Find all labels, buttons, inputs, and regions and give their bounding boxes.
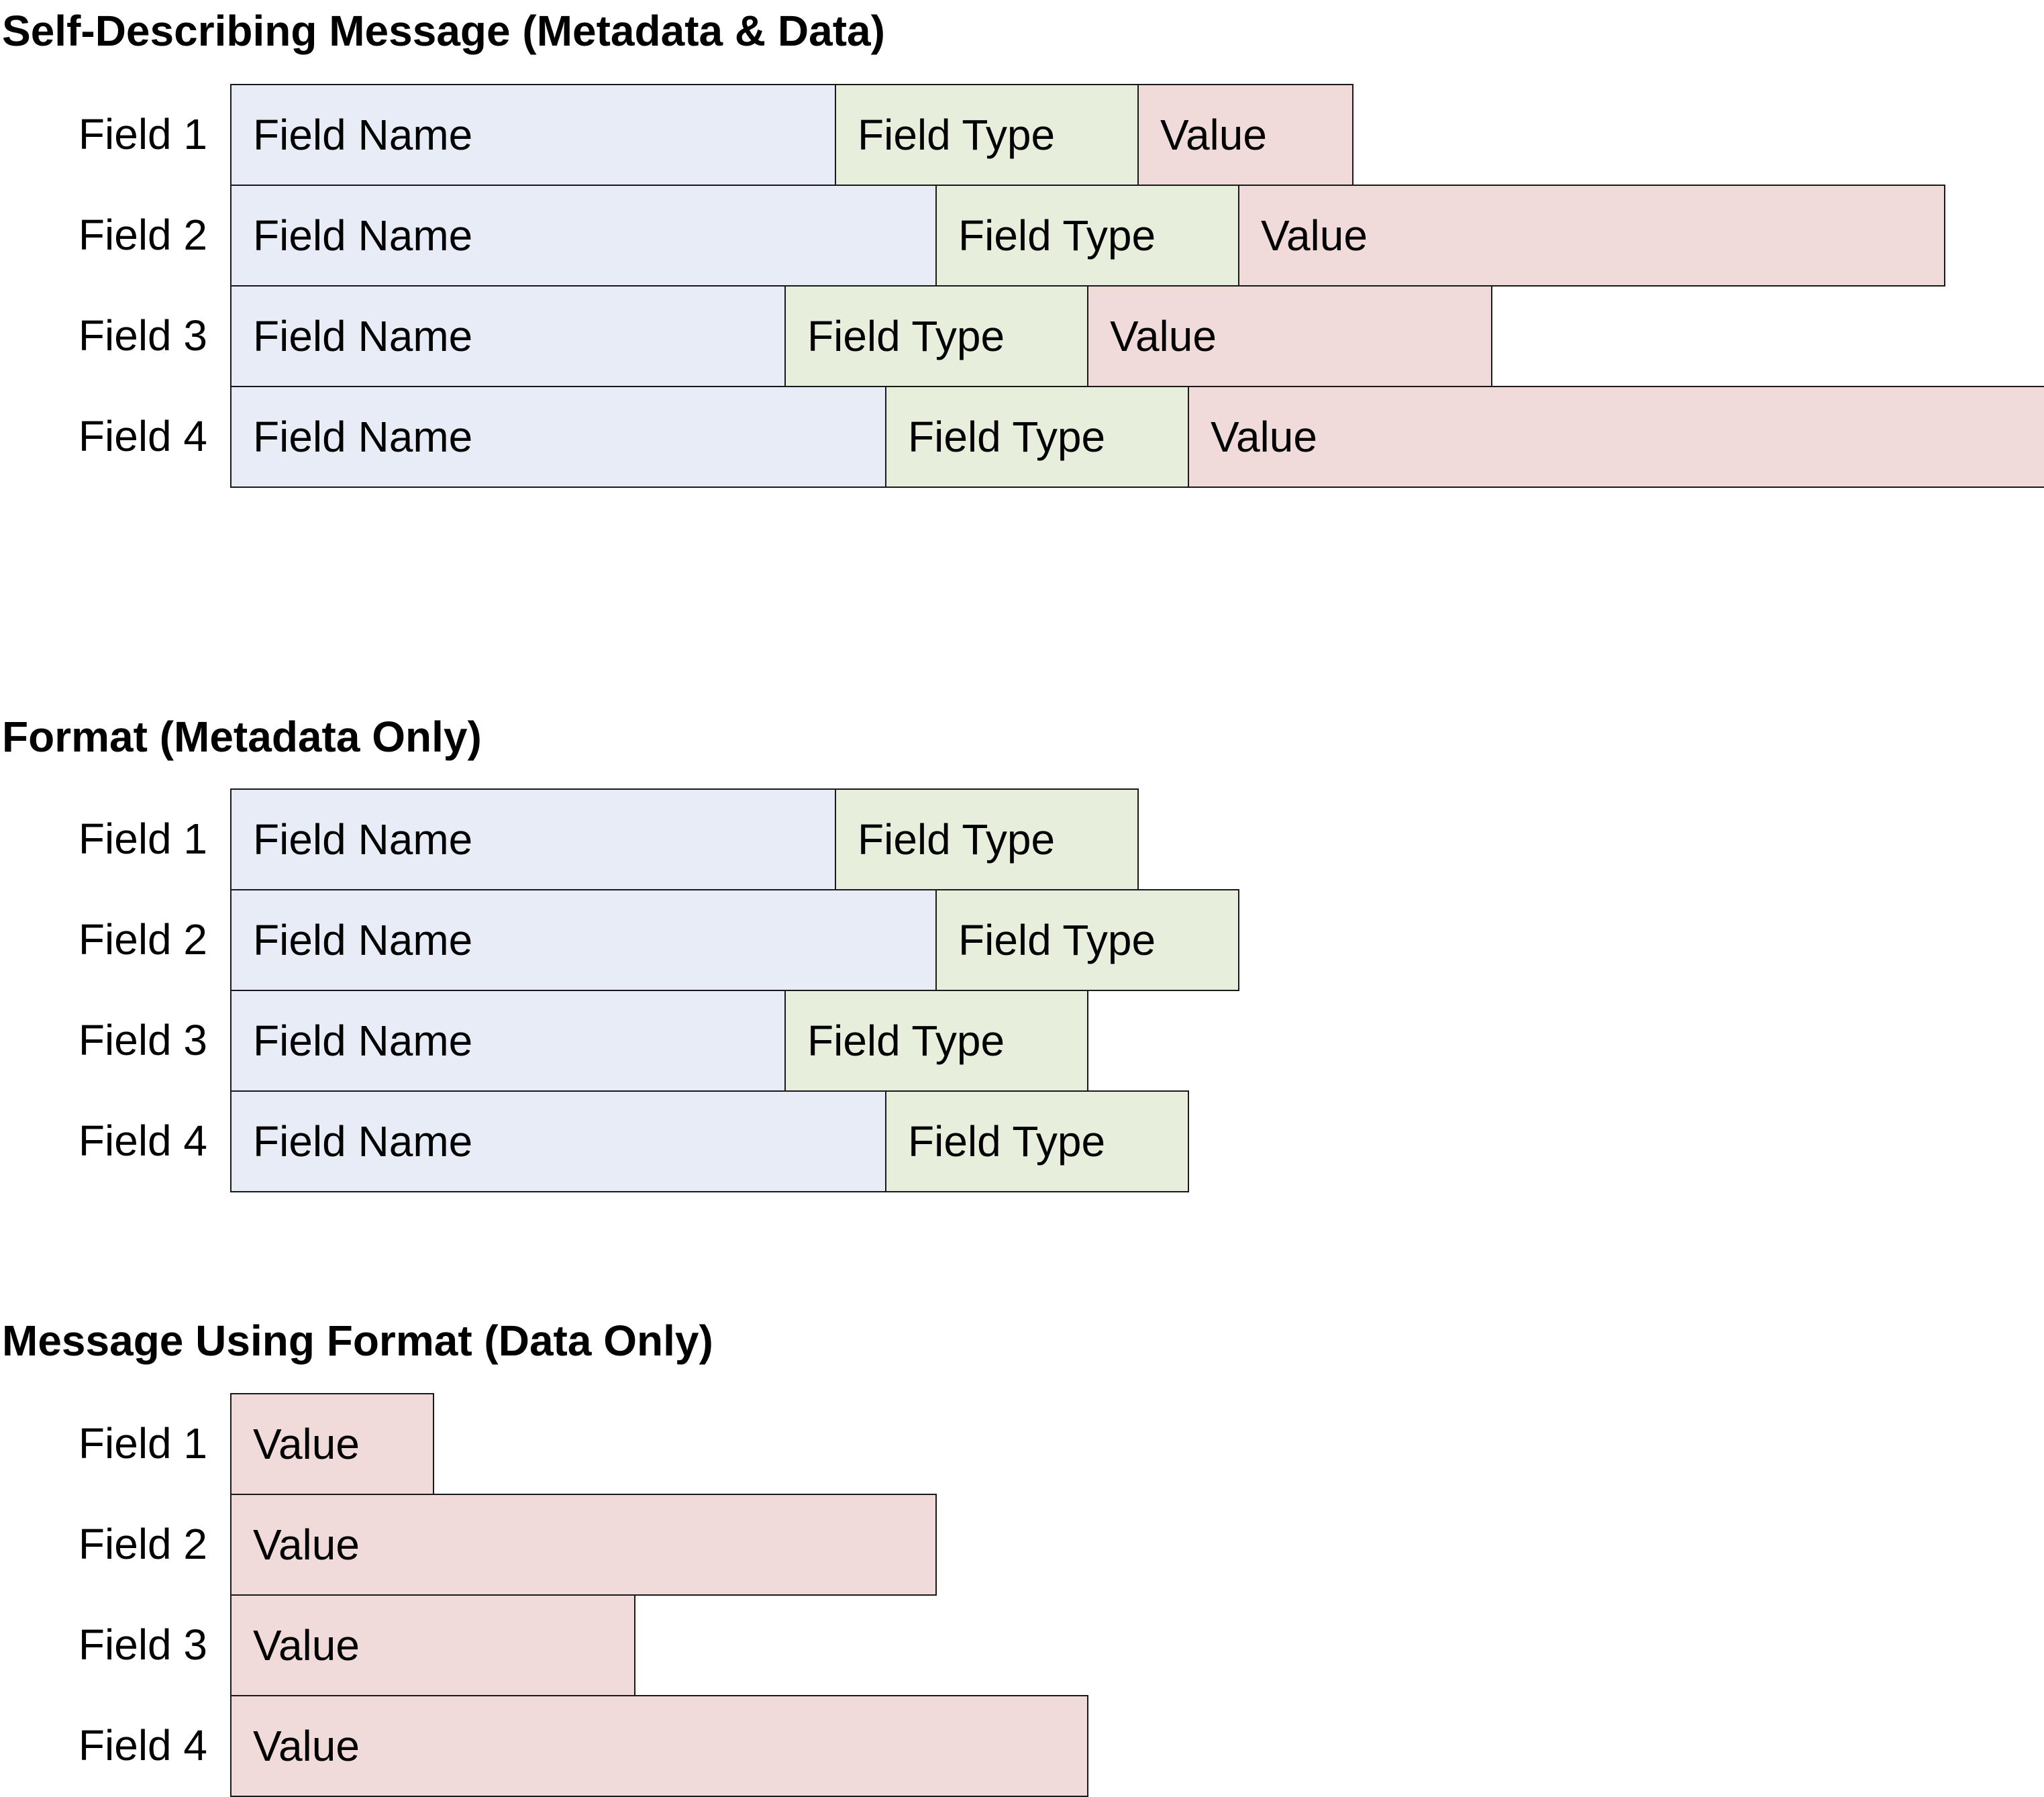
field-row-label: Field 4 bbox=[78, 1721, 207, 1769]
field-row-label: Field 2 bbox=[78, 915, 207, 964]
field-name-cell: Field Name bbox=[230, 788, 836, 890]
field-row-label: Field 1 bbox=[78, 110, 207, 158]
section-title: Format (Metadata Only) bbox=[2, 713, 482, 761]
value-cell: Value bbox=[1238, 185, 1945, 287]
field-name-cell: Field Name bbox=[230, 990, 786, 1092]
value-cell: Value bbox=[1087, 285, 1492, 387]
field-row-label: Field 2 bbox=[78, 211, 207, 259]
field-type-cell: Field Type bbox=[885, 1090, 1189, 1192]
field-type-cell: Field Type bbox=[784, 285, 1088, 387]
field-type-cell: Field Type bbox=[935, 889, 1239, 991]
section-title: Self-Describing Message (Metadata & Data… bbox=[2, 7, 885, 55]
section-title: Message Using Format (Data Only) bbox=[2, 1317, 713, 1365]
field-row-label: Field 2 bbox=[78, 1520, 207, 1568]
field-name-cell: Field Name bbox=[230, 84, 836, 186]
field-name-cell: Field Name bbox=[230, 1090, 886, 1192]
value-cell: Value bbox=[230, 1494, 937, 1596]
field-name-cell: Field Name bbox=[230, 285, 786, 387]
field-row-label: Field 1 bbox=[78, 815, 207, 863]
field-row-label: Field 3 bbox=[78, 311, 207, 360]
field-row-label: Field 3 bbox=[78, 1621, 207, 1669]
value-cell: Value bbox=[230, 1393, 434, 1495]
value-cell: Value bbox=[1137, 84, 1353, 186]
field-name-cell: Field Name bbox=[230, 889, 937, 991]
value-cell: Value bbox=[230, 1695, 1088, 1797]
field-name-cell: Field Name bbox=[230, 386, 886, 488]
value-cell: Value bbox=[1188, 386, 2044, 488]
value-cell: Value bbox=[230, 1594, 635, 1696]
field-type-cell: Field Type bbox=[784, 990, 1088, 1092]
field-type-cell: Field Type bbox=[835, 84, 1139, 186]
field-row-label: Field 1 bbox=[78, 1419, 207, 1468]
field-type-cell: Field Type bbox=[935, 185, 1239, 287]
field-type-cell: Field Type bbox=[885, 386, 1189, 488]
field-row-label: Field 4 bbox=[78, 1117, 207, 1165]
field-row-label: Field 3 bbox=[78, 1016, 207, 1064]
field-name-cell: Field Name bbox=[230, 185, 937, 287]
field-row-label: Field 4 bbox=[78, 412, 207, 460]
field-type-cell: Field Type bbox=[835, 788, 1139, 890]
